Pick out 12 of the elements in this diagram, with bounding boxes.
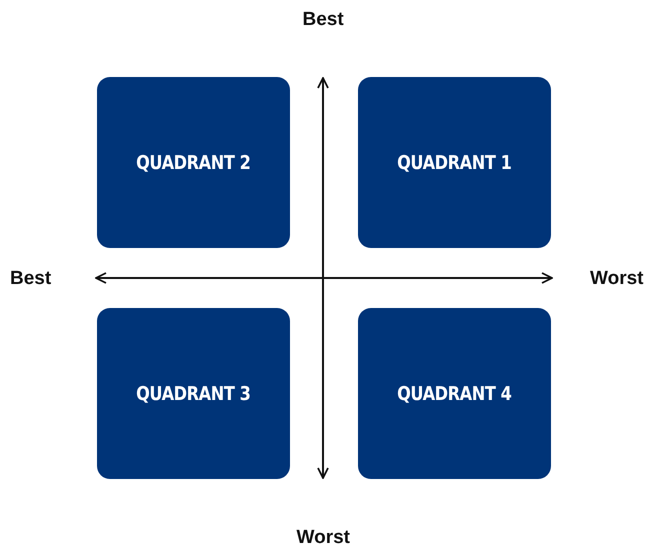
quadrant-label: QUADRANT 3 — [136, 382, 251, 404]
quadrant-panel — [97, 308, 290, 479]
axis-label: Worst — [590, 268, 644, 290]
quadrant-label: QUADRANT 4 — [397, 382, 512, 404]
quadrant-panel — [358, 308, 551, 479]
quadrant-label: QUADRANT 2 — [136, 152, 251, 174]
quadrant-label: QUADRANT 1 — [397, 152, 512, 174]
axis-label: Worst — [296, 527, 350, 549]
quadrant-panel — [97, 77, 290, 248]
quadrant-panel — [358, 77, 551, 248]
axis-label: Best — [302, 9, 344, 31]
axis-label: Best — [10, 268, 52, 290]
